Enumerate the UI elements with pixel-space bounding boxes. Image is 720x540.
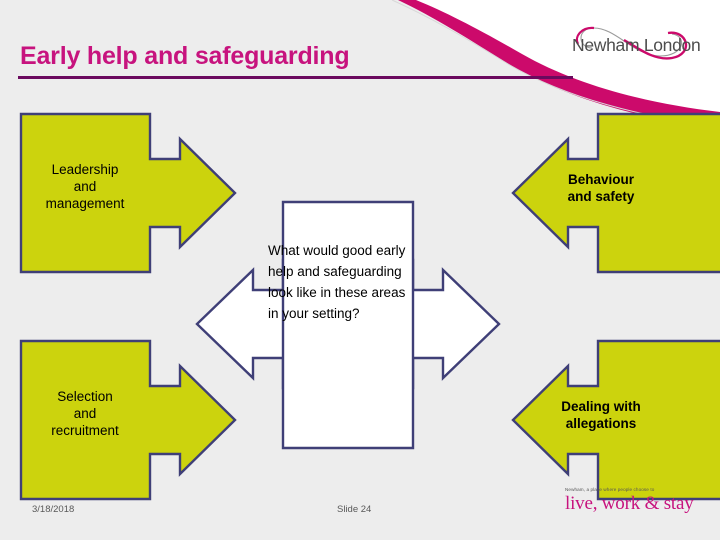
left-arrow-block-shape bbox=[511, 339, 720, 501]
double-arrow-centre-shape bbox=[195, 200, 501, 450]
footer-tagline-large: live, work & stay bbox=[565, 493, 694, 514]
footer-slide-number: Slide 24 bbox=[337, 504, 372, 515]
footer-brand-tagline: Newham, a place where people choose to l… bbox=[565, 486, 710, 514]
right-arrow-block-shape bbox=[19, 339, 237, 501]
page-title: Early help and safeguarding bbox=[20, 42, 350, 70]
left-arrow-block-shape bbox=[511, 112, 720, 274]
centre-question-text: What would good early help and safeguard… bbox=[268, 243, 406, 321]
diagram-centre-question[interactable]: What would good early help and safeguard… bbox=[183, 182, 513, 472]
diagram-node-label: Behaviour and safety bbox=[567, 172, 635, 204]
diagram-node-label: Selection and recruitment bbox=[51, 389, 119, 438]
newham-london-logo: Newham London bbox=[568, 22, 708, 74]
footer-date: 3/18/2018 bbox=[32, 504, 75, 515]
diagram-node-allegations[interactable]: Dealing with allegations bbox=[478, 339, 720, 501]
logo-swoosh-icon bbox=[575, 26, 688, 60]
diagram-node-label: Dealing with allegations bbox=[561, 399, 641, 431]
diagram-node-behaviour[interactable]: Behaviour and safety bbox=[478, 112, 720, 274]
right-arrow-block-shape bbox=[19, 112, 237, 274]
diagram-node-leadership[interactable]: Leadership and management bbox=[19, 112, 270, 274]
footer-tagline-small: Newham, a place where people choose to bbox=[565, 487, 655, 492]
logo-text: Newham London bbox=[572, 35, 701, 55]
diagram-node-label: Leadership and management bbox=[45, 162, 125, 211]
diagram-node-selection[interactable]: Selection and recruitment bbox=[19, 339, 270, 501]
title-underline-rule bbox=[18, 76, 573, 79]
